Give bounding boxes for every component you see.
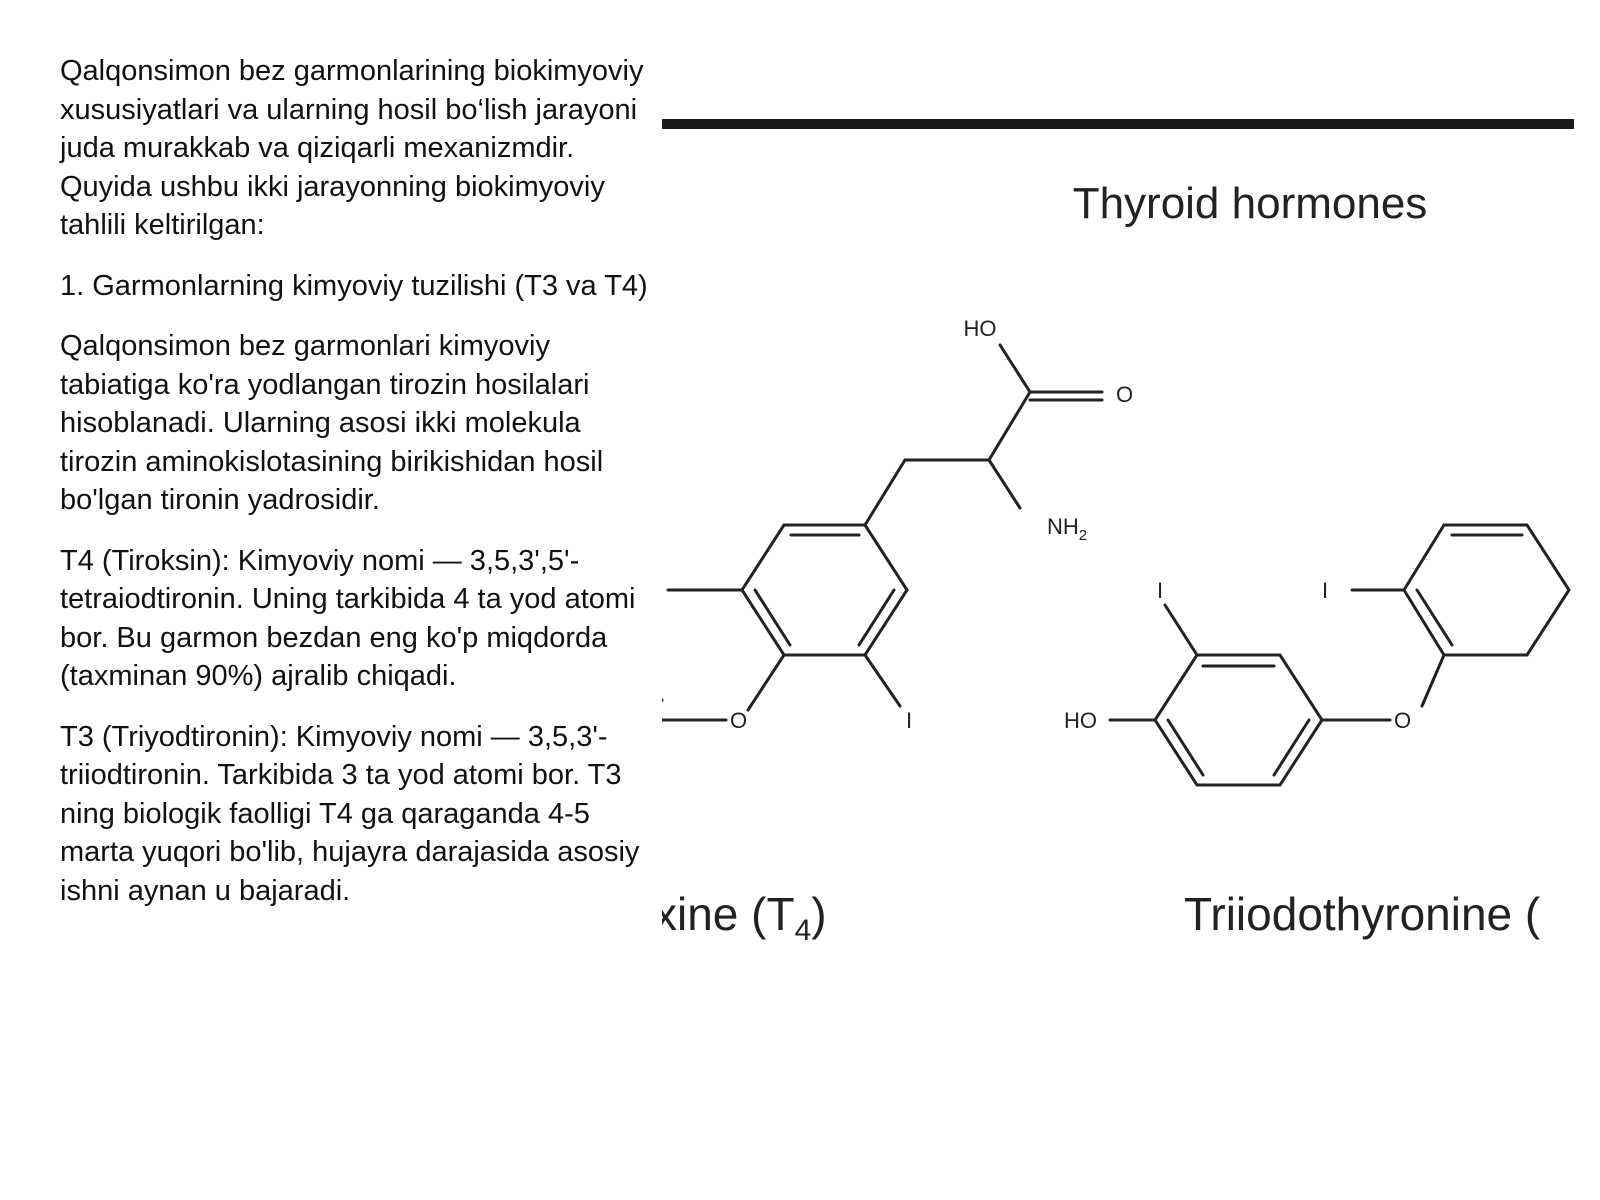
t3-name-label: Triiodothyronine ( — [1184, 888, 1541, 940]
ho-label-top: HO — [964, 316, 997, 341]
t4-name-label: xine (T4) — [662, 888, 827, 947]
nh2-label: NH2 — [1047, 514, 1087, 544]
ho-label-t3: HO — [1064, 708, 1097, 733]
iodine-label-right: I — [906, 708, 912, 733]
thyroid-hormones-figure: Thyroid hormones HO O NH2 I I O — [662, 0, 1574, 1200]
t4-paragraph: T4 (Tiroksin): Kimyoviy nomi — 3,5,3',5'… — [60, 544, 636, 693]
t3-inner-ring — [1350, 523, 1571, 708]
tironin-paragraph: Qalqonsimon bez garmonlari kimyoviy tabi… — [60, 330, 604, 516]
carbonyl-o-label: O — [1116, 382, 1133, 407]
ether-o-label-t3: O — [1394, 708, 1411, 733]
iodine-label-t3-b: I — [1322, 578, 1328, 603]
ether-o-label-left: O — [730, 708, 747, 733]
t4-side-chain — [863, 343, 1104, 527]
intro-paragraph: Qalqonsimon bez garmonlarining biokimyov… — [60, 55, 644, 241]
section-heading: 1. Garmonlarning kimyoviy tuzilishi (T3 … — [60, 269, 648, 302]
text-column: Qalqonsimon bez garmonlarining biokimyov… — [60, 52, 660, 932]
t4-inner-ring — [662, 523, 909, 722]
figure-title: Thyroid hormones — [1073, 179, 1428, 228]
structure-diagram: Thyroid hormones HO O NH2 I I O — [662, 119, 1574, 947]
t3-outer-ring — [1108, 603, 1392, 787]
iodine-label-t3-a: I — [1157, 578, 1163, 603]
t3-paragraph: T3 (Triyodtironin): Kimyoviy nomi — 3,5,… — [60, 720, 640, 907]
